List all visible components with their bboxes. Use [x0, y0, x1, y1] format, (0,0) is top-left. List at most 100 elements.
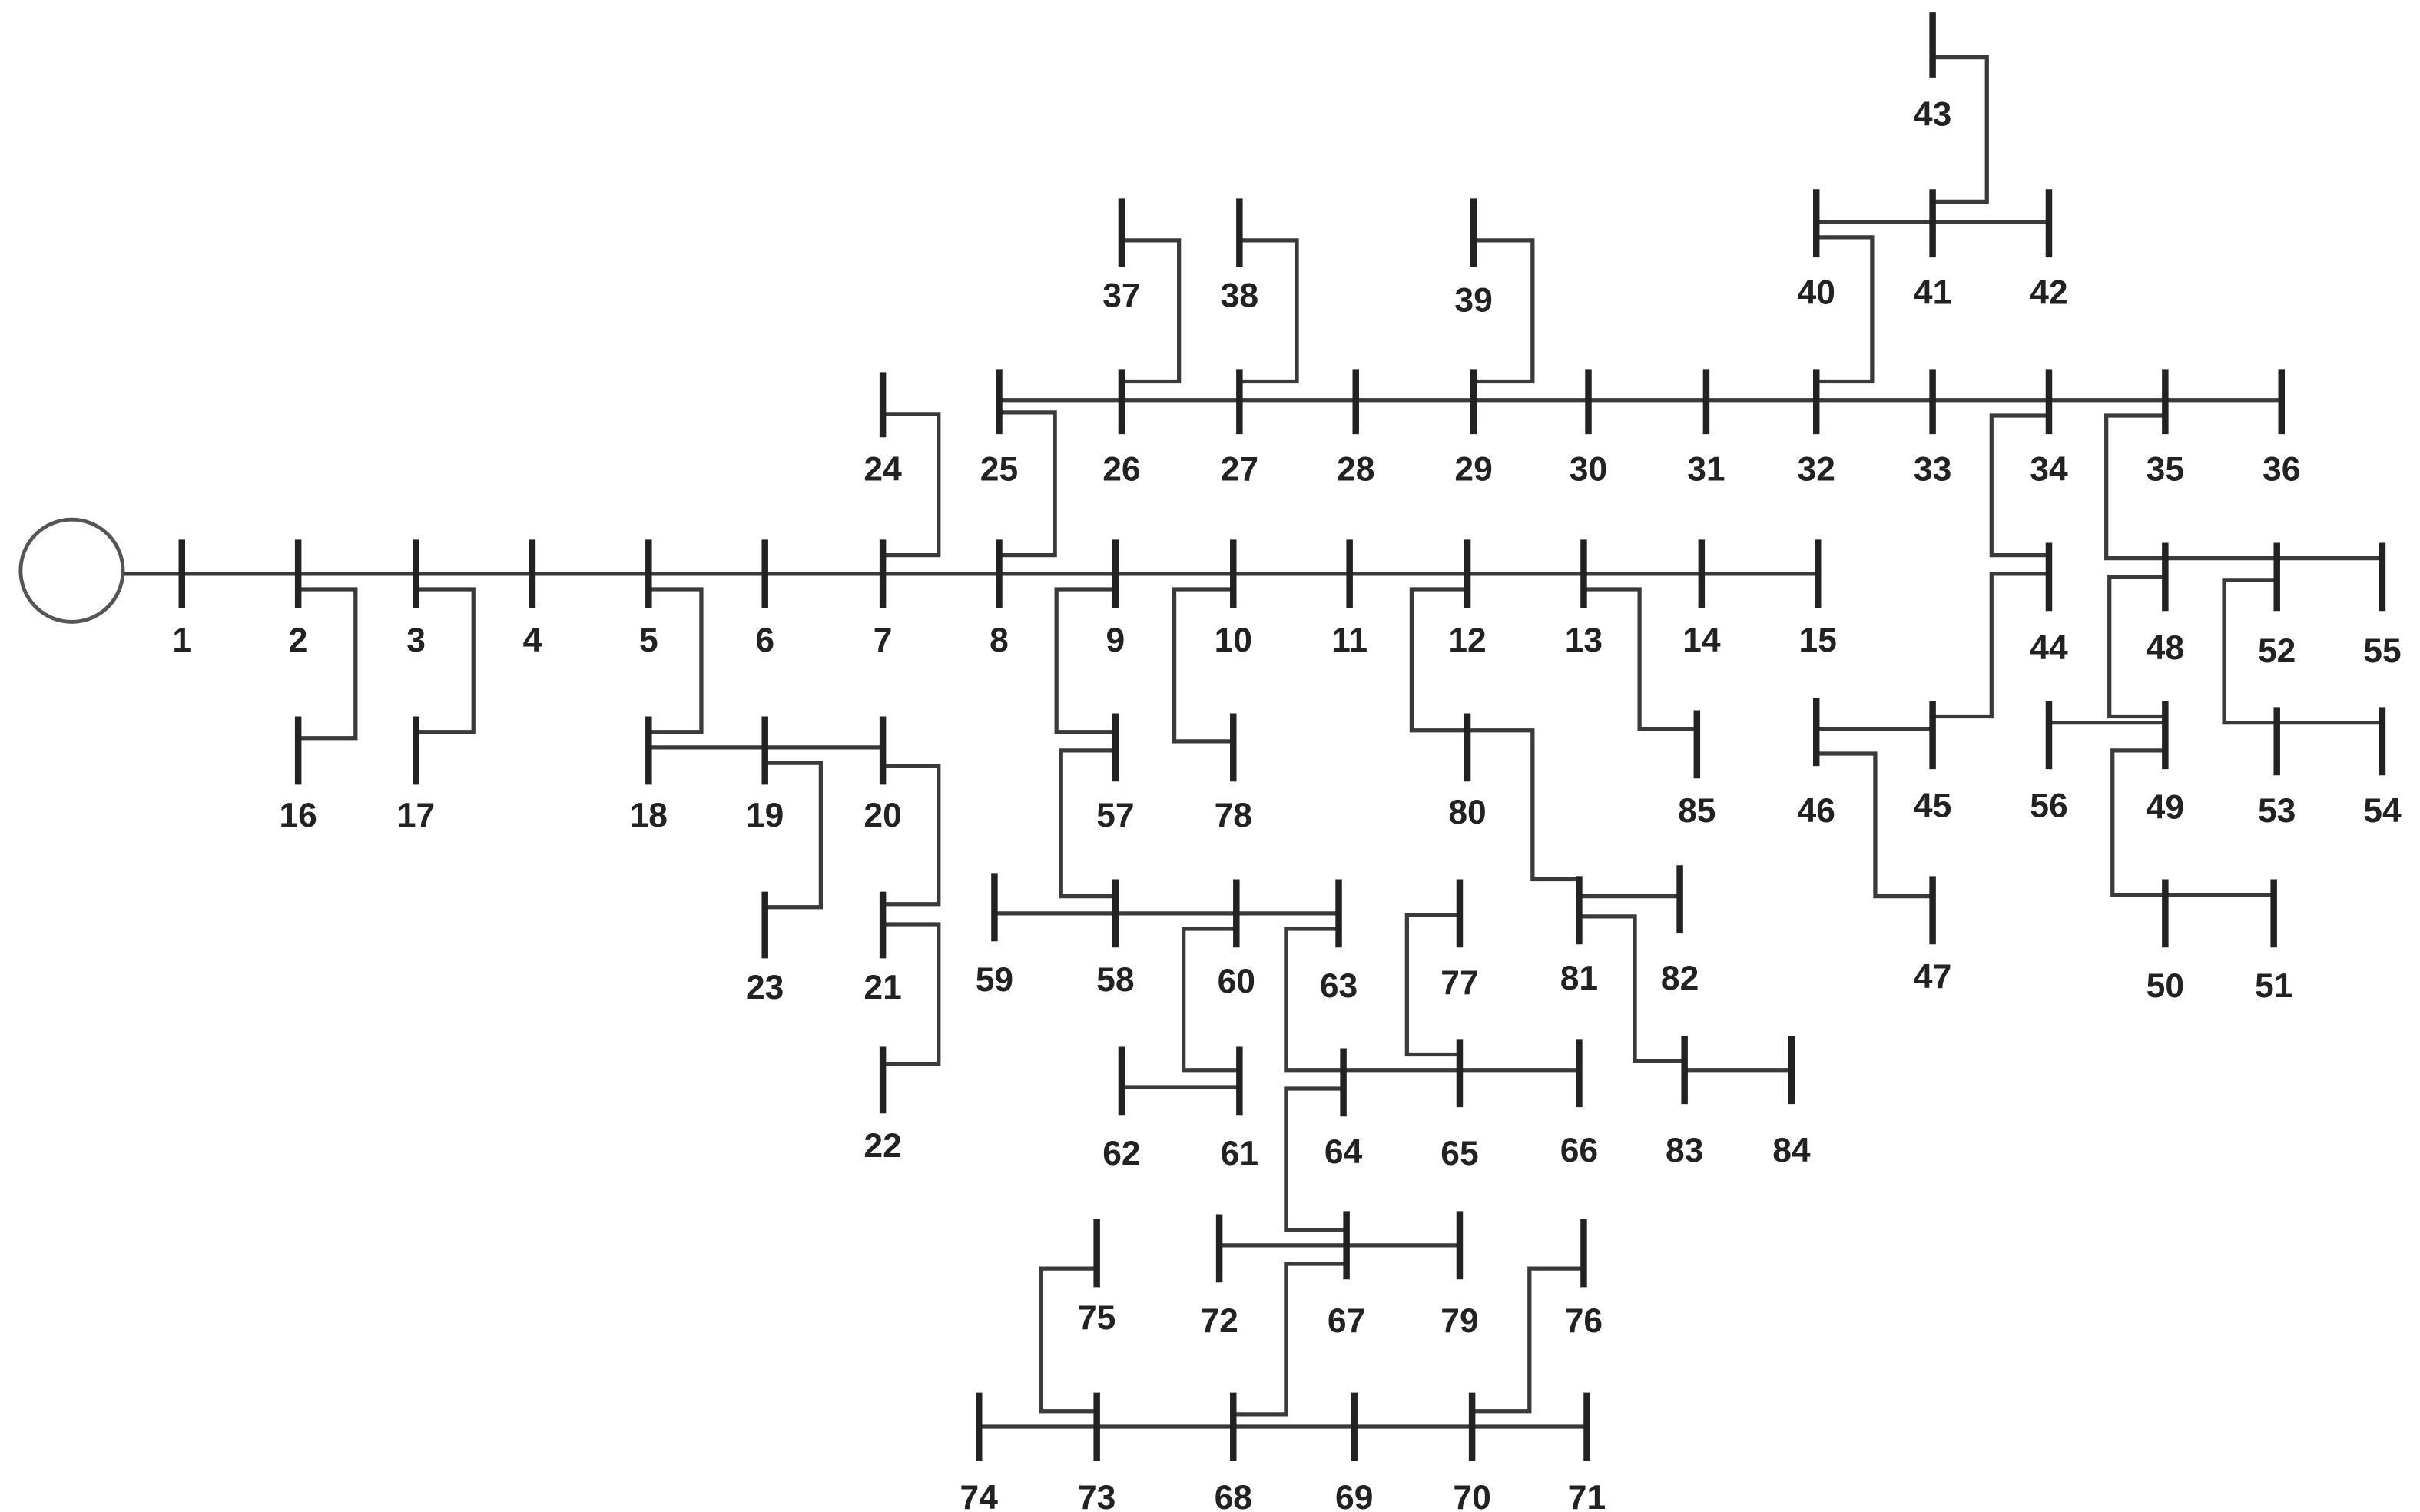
- bus-label-19: 19: [746, 797, 784, 834]
- bus-label-46: 46: [1798, 792, 1835, 830]
- branch-line-80-81: [1467, 728, 1580, 882]
- branch-line-27-38: [1239, 238, 1299, 384]
- bus-label-85: 85: [1678, 792, 1716, 830]
- bus-label-53: 53: [2258, 792, 2296, 830]
- bus-label-18: 18: [630, 797, 668, 834]
- bus-label-81: 81: [1560, 960, 1598, 997]
- bus-label-42: 42: [2030, 274, 2067, 312]
- branch-line-12-80: [1409, 587, 1468, 733]
- bus-label-27: 27: [1221, 451, 1258, 489]
- bus-label-16: 16: [279, 797, 317, 834]
- bus-label-20: 20: [864, 797, 901, 834]
- branch-line-29-39: [1474, 238, 1535, 384]
- bus-label-7: 7: [874, 622, 893, 659]
- branch-line-13-85: [1583, 587, 1697, 731]
- branch-line-10-78: [1172, 587, 1234, 744]
- bus-label-50: 50: [2147, 967, 2184, 1005]
- bus-label-78: 78: [1215, 797, 1252, 834]
- branch-line-21-22: [883, 922, 941, 1066]
- bus-label-73: 73: [1078, 1479, 1116, 1512]
- bus-label-55: 55: [2363, 632, 2401, 670]
- bus-label-9: 9: [1106, 622, 1125, 659]
- bus-label-8: 8: [990, 622, 1009, 659]
- bus-label-39: 39: [1454, 282, 1492, 320]
- bus-label-36: 36: [2263, 451, 2300, 489]
- bus-label-35: 35: [2147, 451, 2184, 489]
- bus-label-76: 76: [1565, 1302, 1603, 1340]
- bus-label-54: 54: [2363, 792, 2402, 830]
- branch-line-60-61: [1182, 927, 1240, 1073]
- bus-label-56: 56: [2030, 788, 2067, 825]
- branch-line-34-44: [1989, 413, 2049, 558]
- bus-label-83: 83: [1666, 1132, 1703, 1169]
- bus-label-40: 40: [1798, 274, 1835, 312]
- branch-line-41-43: [1932, 55, 1989, 204]
- branch-line-7-24: [883, 412, 941, 558]
- bus-label-84: 84: [1772, 1132, 1811, 1169]
- bus-label-48: 48: [2147, 629, 2184, 667]
- bus-label-2: 2: [289, 622, 308, 659]
- branch-line-70-76: [1472, 1266, 1584, 1414]
- bus-label-74: 74: [960, 1479, 999, 1512]
- bus-label-51: 51: [2255, 967, 2292, 1005]
- source-generator-icon: [18, 517, 125, 624]
- bus-label-22: 22: [864, 1127, 901, 1165]
- branch-line-52-53: [2222, 578, 2277, 725]
- bus-label-17: 17: [397, 797, 435, 834]
- bus-label-61: 61: [1221, 1135, 1258, 1172]
- bus-label-43: 43: [1914, 95, 1951, 133]
- bus-label-44: 44: [2030, 629, 2068, 667]
- branch-line-2-16: [298, 587, 358, 741]
- bus-label-23: 23: [746, 969, 784, 1006]
- branch-line-49-50: [2110, 748, 2166, 897]
- bus-label-69: 69: [1335, 1479, 1373, 1512]
- bus-label-21: 21: [864, 969, 901, 1006]
- bus-label-5: 5: [639, 622, 658, 659]
- bus-label-80: 80: [1448, 794, 1486, 831]
- bus-label-25: 25: [980, 451, 1018, 489]
- bus-label-67: 67: [1328, 1302, 1365, 1340]
- branch-line-3-17: [416, 587, 476, 734]
- bus-label-47: 47: [1914, 958, 1951, 996]
- bus-label-82: 82: [1661, 960, 1699, 997]
- branch-line-8-25: [999, 410, 1057, 558]
- branch-line-9-57: [1054, 587, 1116, 734]
- bus-label-63: 63: [1320, 967, 1358, 1005]
- bus-label-68: 68: [1215, 1479, 1252, 1512]
- bus-label-26: 26: [1102, 451, 1140, 489]
- bus-label-33: 33: [1914, 451, 1951, 489]
- bus-label-57: 57: [1096, 797, 1134, 834]
- bus-label-30: 30: [1570, 451, 1607, 489]
- branch-line-46-47: [1816, 751, 1933, 899]
- bus-label-38: 38: [1221, 277, 1258, 315]
- branch-line-32-40: [1816, 235, 1875, 384]
- branch-line-26-37: [1121, 238, 1182, 384]
- bus-label-10: 10: [1215, 622, 1252, 659]
- branch-line-64-67: [1284, 1086, 1344, 1232]
- bus-label-77: 77: [1440, 964, 1478, 1002]
- bus-label-79: 79: [1440, 1302, 1478, 1340]
- bus-label-64: 64: [1324, 1133, 1363, 1171]
- branch-line-63-64: [1284, 927, 1344, 1073]
- bus-label-11: 11: [1331, 622, 1367, 659]
- bus-label-1: 1: [172, 622, 191, 659]
- branch-line-81-83: [1579, 914, 1685, 1063]
- bus-label-32: 32: [1798, 451, 1835, 489]
- bus-label-28: 28: [1337, 451, 1374, 489]
- bus-label-75: 75: [1078, 1299, 1116, 1337]
- branch-line-48-49: [2107, 575, 2166, 719]
- branch-line-73-75: [1039, 1266, 1097, 1414]
- branch-line-19-23: [764, 761, 823, 910]
- bus-label-13: 13: [1565, 622, 1603, 659]
- bus-label-49: 49: [2147, 789, 2184, 827]
- bus-label-3: 3: [406, 622, 426, 659]
- bus-label-37: 37: [1102, 277, 1140, 315]
- bus-label-45: 45: [1914, 788, 1951, 825]
- bus-label-66: 66: [1560, 1132, 1598, 1169]
- branch-line-67-68: [1233, 1262, 1347, 1417]
- bus-label-72: 72: [1200, 1302, 1238, 1340]
- bus-label-34: 34: [2030, 451, 2068, 489]
- bus-label-24: 24: [864, 451, 902, 489]
